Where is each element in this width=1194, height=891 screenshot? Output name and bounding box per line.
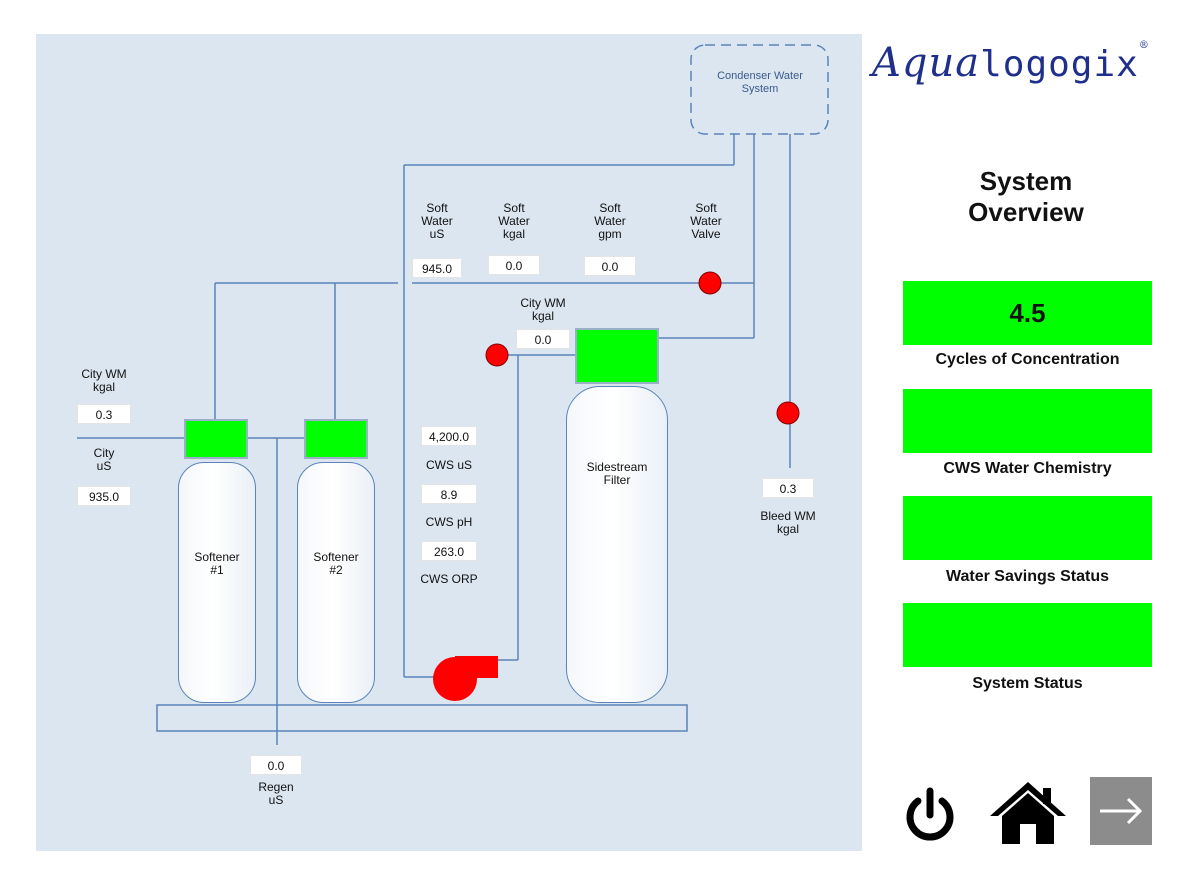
city-wm-kgal-value: 0.3: [77, 404, 131, 424]
condenser-water-label: Condenser Water System: [717, 70, 803, 95]
regen-us-label: Regen uS: [258, 780, 294, 807]
soft-water-valve-icon: [698, 271, 722, 295]
bleed-valve-icon: [776, 401, 800, 425]
regen-us-value: 0.0: [250, 755, 302, 775]
cws-us-label: CWS uS: [425, 458, 472, 472]
sidestream-filter-tank: Sidestream Filter: [566, 386, 668, 703]
pump-icon: [433, 656, 498, 701]
cycles-panel[interactable]: 4.5: [903, 281, 1152, 345]
arrow-right-icon[interactable]: [1090, 777, 1152, 845]
softener-1-label: Softener #1: [194, 550, 240, 577]
sidestream-head[interactable]: [575, 328, 659, 384]
softener-2-label: Softener #2: [313, 550, 359, 577]
city-us-value: 935.0: [77, 486, 131, 506]
page-title: System Overview: [968, 166, 1084, 227]
soft-water-gpm-value: 0.0: [584, 256, 636, 276]
cws-orp-label: CWS ORP: [420, 572, 478, 586]
aqualogix-logo: Aqualogogix®: [872, 40, 1150, 86]
bleed-wm-value: 0.3: [762, 478, 814, 498]
soft-water-kgal-value: 0.0: [488, 255, 540, 275]
sidestream-filter-label: Sidestream Filter: [586, 460, 648, 487]
city-wm-kgal-label: City WM kgal: [81, 367, 127, 394]
cws-us-value: 4,200.0: [421, 426, 477, 446]
city-us-label: City uS: [93, 446, 115, 473]
cws-ph-label: CWS pH: [425, 515, 473, 529]
soft-water-us-label: Soft Water uS: [421, 201, 453, 241]
system-status-label: System Status: [972, 675, 1083, 692]
soft-water-gpm-label: Soft Water gpm: [594, 201, 626, 241]
soft-water-kgal-label: Soft Water kgal: [498, 201, 530, 241]
soft-water-valve-label: Soft Water Valve: [690, 201, 722, 241]
side-valve-icon: [485, 343, 509, 367]
city-wm-kgal-side-label: City WM kgal: [520, 296, 566, 323]
power-icon[interactable]: [900, 785, 960, 845]
savings-label: Water Savings Status: [945, 568, 1109, 585]
home-icon[interactable]: [988, 778, 1068, 846]
softener-1-head[interactable]: [184, 419, 248, 459]
cycles-label: Cycles of Concentration: [935, 351, 1120, 368]
softener-2-tank: Softener #2: [297, 462, 375, 703]
savings-panel[interactable]: [903, 496, 1152, 560]
softener-1-tank: Softener #1: [178, 462, 256, 703]
system-status-panel[interactable]: [903, 603, 1152, 667]
bleed-wm-label: Bleed WM kgal: [760, 509, 816, 536]
soft-water-us-value: 945.0: [412, 258, 462, 278]
cws-ph-value: 8.9: [421, 484, 477, 504]
chemistry-panel[interactable]: [903, 389, 1152, 453]
cycles-value: 4.5: [1009, 298, 1046, 328]
condenser-box: [690, 44, 829, 135]
softener-2-head[interactable]: [304, 419, 368, 459]
city-wm-kgal-side-value: 0.0: [516, 329, 570, 349]
cws-orp-value: 263.0: [421, 541, 477, 561]
chemistry-label: CWS Water Chemistry: [943, 460, 1112, 477]
